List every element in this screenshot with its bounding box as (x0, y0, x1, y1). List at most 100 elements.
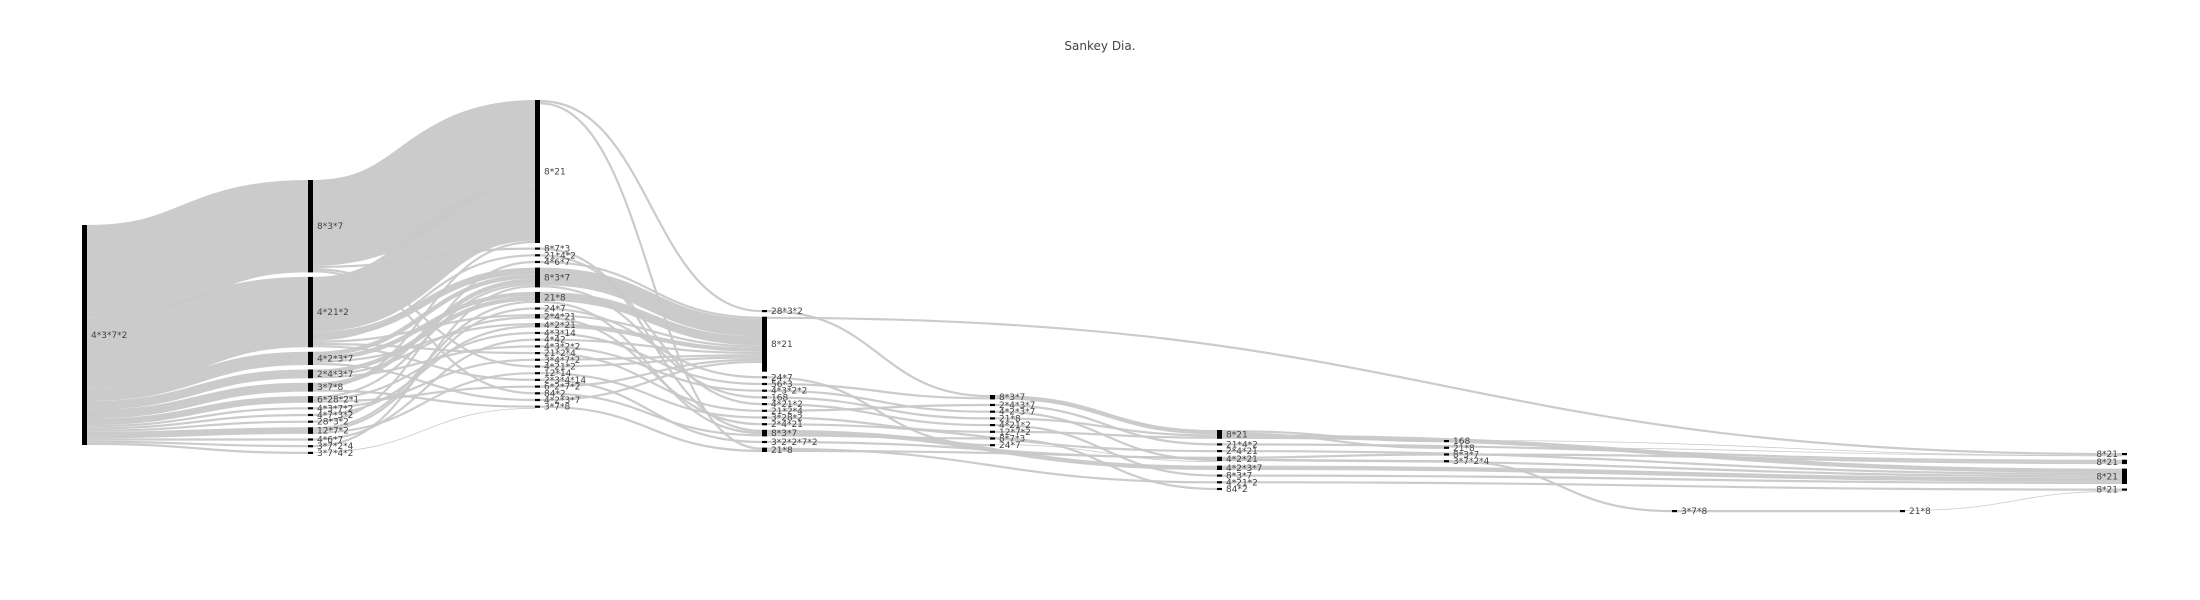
sankey-link[interactable] (1448, 453, 2123, 465)
sankey-node[interactable] (1672, 510, 1677, 513)
sankey-node[interactable] (990, 444, 995, 447)
sankey-node[interactable] (990, 437, 995, 440)
sankey-link[interactable] (1221, 474, 2123, 484)
sankey-link[interactable] (1221, 450, 2123, 476)
sankey-link[interactable] (539, 316, 763, 426)
sankey-link[interactable] (994, 403, 1218, 446)
sankey-link[interactable] (539, 372, 763, 419)
sankey-node[interactable] (308, 369, 313, 379)
sankey-node[interactable] (535, 331, 540, 335)
sankey-node[interactable] (1217, 430, 1222, 439)
sankey-node[interactable] (1444, 453, 1449, 456)
sankey-node[interactable] (762, 376, 767, 379)
sankey-link[interactable] (86, 180, 309, 318)
sankey-node[interactable] (535, 254, 540, 257)
sankey-link[interactable] (312, 316, 536, 377)
sankey-node[interactable] (762, 416, 767, 419)
sankey-link[interactable] (1904, 490, 2123, 511)
sankey-link[interactable] (312, 285, 536, 448)
sankey-link[interactable] (994, 424, 1218, 477)
sankey-node[interactable] (762, 396, 767, 399)
sankey-link[interactable] (539, 260, 763, 319)
sankey-link[interactable] (766, 310, 991, 398)
sankey-node[interactable] (308, 180, 313, 273)
sankey-node[interactable] (535, 267, 540, 288)
sankey-link[interactable] (539, 392, 763, 437)
sankey-link[interactable] (312, 345, 536, 379)
sankey-node[interactable] (535, 100, 540, 243)
sankey-link[interactable] (86, 413, 309, 430)
sankey-link[interactable] (312, 338, 536, 441)
sankey-link[interactable] (1221, 465, 2123, 482)
sankey-node[interactable] (535, 345, 540, 348)
sankey-link[interactable] (539, 354, 763, 361)
sankey-node[interactable] (82, 225, 87, 445)
sankey-node[interactable] (762, 409, 767, 412)
sankey-link[interactable] (539, 360, 763, 402)
sankey-node[interactable] (2122, 453, 2127, 456)
sankey-link[interactable] (86, 420, 309, 432)
sankey-link[interactable] (539, 356, 763, 368)
sankey-link[interactable] (312, 342, 536, 355)
sankey-link[interactable] (766, 434, 991, 440)
sankey-node[interactable] (535, 378, 540, 381)
sankey-node[interactable] (308, 382, 313, 392)
sankey-link[interactable] (766, 382, 991, 400)
sankey-link[interactable] (86, 382, 309, 419)
sankey-link[interactable] (1221, 432, 1445, 449)
sankey-link[interactable] (766, 403, 991, 412)
sankey-node[interactable] (308, 427, 313, 434)
sankey-link[interactable] (994, 417, 1218, 437)
sankey-link[interactable] (539, 307, 763, 379)
sankey-link[interactable] (539, 378, 763, 444)
sankey-node[interactable] (762, 403, 767, 406)
sankey-link[interactable] (539, 267, 763, 337)
sankey-link[interactable] (539, 247, 763, 432)
sankey-link[interactable] (539, 102, 763, 450)
sankey-link[interactable] (312, 185, 536, 332)
sankey-node[interactable] (535, 405, 540, 408)
sankey-link[interactable] (539, 100, 763, 313)
sankey-link[interactable] (86, 442, 309, 454)
sankey-node[interactable] (990, 430, 995, 433)
sankey-node[interactable] (1217, 474, 1222, 477)
sankey-link[interactable] (1221, 481, 2123, 491)
sankey-link[interactable] (312, 278, 536, 388)
sankey-node[interactable] (535, 398, 540, 402)
sankey-link[interactable] (539, 338, 763, 355)
sankey-link[interactable] (994, 437, 1218, 491)
sankey-node[interactable] (1217, 456, 1222, 462)
sankey-link[interactable] (312, 345, 536, 381)
sankey-link[interactable] (539, 345, 763, 392)
sankey-node[interactable] (1444, 440, 1449, 443)
sankey-link[interactable] (539, 323, 763, 352)
sankey-node[interactable] (762, 423, 767, 426)
sankey-link[interactable] (1221, 458, 2123, 478)
sankey-link[interactable] (539, 291, 763, 346)
sankey-node[interactable] (2122, 488, 2127, 491)
sankey-node[interactable] (535, 338, 540, 341)
sankey-link[interactable] (1448, 446, 2123, 457)
sankey-link[interactable] (312, 372, 536, 434)
sankey-node[interactable] (535, 314, 540, 319)
sankey-node[interactable] (535, 307, 540, 310)
sankey-link[interactable] (86, 276, 309, 388)
sankey-link[interactable] (86, 396, 309, 426)
sankey-link[interactable] (86, 427, 309, 439)
sankey-node[interactable] (762, 440, 767, 444)
sankey-node[interactable] (762, 429, 767, 437)
sankey-node[interactable] (535, 385, 540, 388)
sankey-node[interactable] (535, 365, 540, 368)
sankey-link[interactable] (86, 407, 309, 428)
sankey-node[interactable] (1444, 446, 1449, 449)
sankey-link[interactable] (539, 405, 763, 452)
sankey-node[interactable] (990, 403, 995, 407)
sankey-node[interactable] (1900, 510, 1905, 513)
sankey-node[interactable] (308, 420, 313, 423)
sankey-node[interactable] (308, 407, 313, 410)
sankey-link[interactable] (312, 307, 536, 432)
sankey-link[interactable] (994, 444, 1218, 462)
sankey-link[interactable] (312, 358, 536, 410)
sankey-node[interactable] (535, 352, 540, 355)
sankey-node[interactable] (762, 389, 767, 392)
